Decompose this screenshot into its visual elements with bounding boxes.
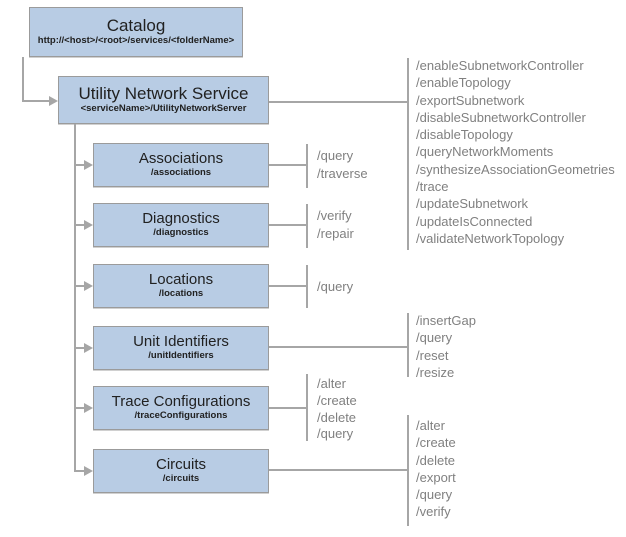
service-subtitle: <serviceName>/UtilityNetworkServer xyxy=(80,103,247,115)
circuits-operations-list: /alter /create /delete /export /query /v… xyxy=(416,417,456,521)
resource-box-associations: Associations /associations xyxy=(93,143,269,187)
resource-subtitle: /traceConfigurations xyxy=(134,410,228,422)
operation-item: /synthesizeAssociationGeometries xyxy=(416,161,615,177)
arrowhead-right-icon xyxy=(84,402,93,413)
arrowhead-right-icon xyxy=(49,95,58,106)
operation-item: /alter xyxy=(416,418,445,433)
resource-subtitle: /circuits xyxy=(162,473,200,485)
unit-identifiers-operations-list: /insertGap /query /reset /resize xyxy=(416,312,476,381)
connector-line xyxy=(306,265,308,308)
utility-network-service-box: Utility Network Service <serviceName>/Ut… xyxy=(58,76,269,124)
operation-item: /updateIsConnected xyxy=(416,213,533,229)
resource-subtitle: /unitIdentifiers xyxy=(148,350,214,362)
operation-item: /exportSubnetwork xyxy=(416,92,525,108)
operation-item: /query xyxy=(317,426,354,442)
operation-item: /queryNetworkMoments xyxy=(416,144,554,160)
operation-item: /delete xyxy=(317,409,357,425)
resource-title: Unit Identifiers xyxy=(133,332,229,350)
connector-line xyxy=(269,285,307,287)
locations-operations-list: /query xyxy=(317,278,353,296)
resource-title: Locations xyxy=(148,270,214,288)
connector-line xyxy=(74,164,85,166)
resource-box-unit-identifiers: Unit Identifiers /unitIdentifiers xyxy=(93,326,269,370)
resource-subtitle: /locations xyxy=(158,288,204,300)
connector-line xyxy=(407,415,409,526)
connector-line xyxy=(22,100,49,102)
resource-title: Circuits xyxy=(155,455,206,473)
resource-box-diagnostics: Diagnostics /diagnostics xyxy=(93,203,269,247)
operation-item: /insertGap xyxy=(416,313,476,328)
resource-box-trace-configurations: Trace Configurations /traceConfiguration… xyxy=(93,386,269,430)
associations-operations-list: /query /traverse xyxy=(317,147,368,183)
operation-item: /verify xyxy=(416,504,451,520)
arrowhead-right-icon xyxy=(84,159,93,170)
operation-item: /enableSubnetworkController xyxy=(416,58,584,73)
connector-line xyxy=(74,224,85,226)
operation-item: /query xyxy=(317,148,354,163)
connector-line xyxy=(269,164,307,166)
connector-line xyxy=(74,347,85,349)
connector-line xyxy=(74,470,85,472)
connector-line xyxy=(74,407,85,409)
service-operations-list: /enableSubnetworkController /enableTopol… xyxy=(416,57,615,247)
resource-box-circuits: Circuits /circuits xyxy=(93,449,269,493)
operation-item: /resize xyxy=(416,364,455,380)
arrowhead-right-icon xyxy=(84,465,93,476)
operation-item: /verify xyxy=(317,208,352,223)
operation-item: /reset xyxy=(416,347,449,363)
operation-item: /repair xyxy=(317,226,354,241)
operation-item: /trace xyxy=(416,179,449,195)
connector-line xyxy=(269,469,408,471)
connector-line xyxy=(74,124,76,472)
operation-item: /create xyxy=(416,435,456,451)
resource-title: Diagnostics xyxy=(142,209,220,227)
operation-item: /enableTopology xyxy=(416,75,511,91)
operation-item: /disableTopology xyxy=(416,127,513,143)
catalog-subtitle: http://<host>/<root>/services/<folderNam… xyxy=(37,35,235,47)
connector-line xyxy=(74,285,85,287)
connector-line xyxy=(306,144,308,188)
resource-title: Associations xyxy=(138,149,224,167)
connector-line xyxy=(407,58,409,250)
arrowhead-right-icon xyxy=(84,219,93,230)
operation-item: /alter xyxy=(317,376,346,391)
connector-line xyxy=(306,204,308,248)
catalog-title: Catalog xyxy=(106,15,166,35)
service-title: Utility Network Service xyxy=(78,83,249,103)
connector-line xyxy=(22,57,24,102)
resource-subtitle: /diagnostics xyxy=(153,227,209,239)
operation-item: /query xyxy=(317,279,354,294)
operation-item: /validateNetworkTopology xyxy=(416,230,565,246)
operation-item: /delete xyxy=(416,452,456,468)
operation-item: /disableSubnetworkController xyxy=(416,109,586,125)
operation-item: /query xyxy=(416,487,453,503)
connector-line xyxy=(269,224,307,226)
diagnostics-operations-list: /verify /repair xyxy=(317,207,354,243)
catalog-box: Catalog http://<host>/<root>/services/<f… xyxy=(29,7,243,57)
arrowhead-right-icon xyxy=(84,342,93,353)
trace-configurations-operations-list: /alter /create /delete /query xyxy=(317,376,357,443)
operation-item: /create xyxy=(317,392,357,408)
connector-line xyxy=(407,313,409,377)
operation-item: /export xyxy=(416,469,456,485)
connector-line xyxy=(306,374,308,441)
operation-item: /query xyxy=(416,330,453,346)
operation-item: /updateSubnetwork xyxy=(416,196,529,212)
resource-box-locations: Locations /locations xyxy=(93,264,269,308)
connector-line xyxy=(269,346,408,348)
connector-line xyxy=(269,101,408,103)
arrowhead-right-icon xyxy=(84,280,93,291)
resource-title: Trace Configurations xyxy=(111,392,251,410)
connector-line xyxy=(269,407,307,409)
operation-item: /traverse xyxy=(317,166,368,181)
resource-subtitle: /associations xyxy=(150,167,212,179)
